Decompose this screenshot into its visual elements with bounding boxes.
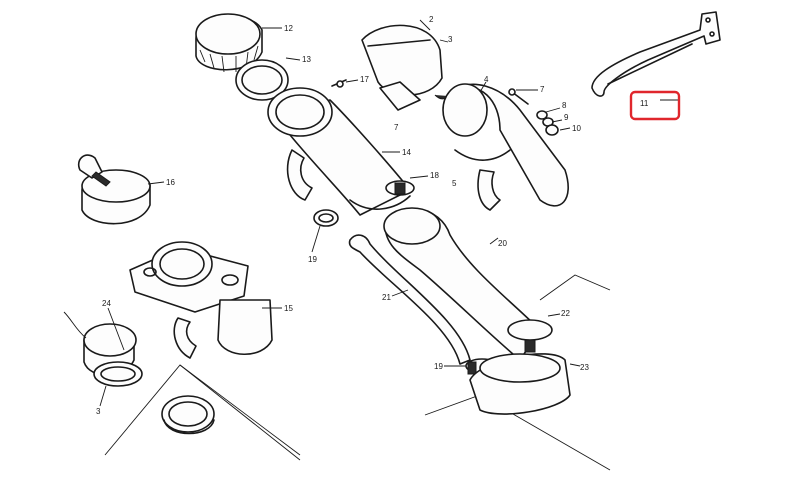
part-20-large-hose <box>383 207 541 361</box>
callout-19-upper: 19 <box>308 255 317 264</box>
callout-20: 20 <box>498 239 507 248</box>
callout-17: 17 <box>360 75 369 84</box>
part-24-chained-cap <box>63 311 143 387</box>
callout-21: 21 <box>382 293 391 302</box>
callout-23: 23 <box>580 363 589 372</box>
part-15-flange-neck <box>129 241 273 359</box>
callout-labels: 2 3 4 5 7 7 8 9 10 11 12 13 14 15 16 17 … <box>96 15 649 416</box>
callout-22: 22 <box>561 309 570 318</box>
part-16-locking-cap <box>77 154 151 225</box>
callout-18: 18 <box>430 171 439 180</box>
callout-14: 14 <box>402 148 411 157</box>
callout-19-lower: 19 <box>434 362 443 371</box>
part-14-filler-neck <box>267 87 411 216</box>
part-22-clamp <box>507 319 553 353</box>
part-12-filler-cap <box>195 13 263 73</box>
callout-7-upper: 7 <box>540 85 545 94</box>
part-ring-lower <box>161 395 215 435</box>
callout-7-lower: 7 <box>394 123 399 132</box>
part-2-cap-assembly <box>361 24 449 111</box>
part-13-seal-ring <box>235 59 289 101</box>
part-23-tank-spout <box>469 353 571 415</box>
callout-15: 15 <box>284 304 293 313</box>
callout-3-upper: 3 <box>448 35 453 44</box>
callout-11: 11 <box>640 99 649 108</box>
callout-5: 5 <box>452 179 457 188</box>
part-18-hose-clamp <box>385 180 415 196</box>
part-11-bracket <box>591 11 721 97</box>
highlight-box-11 <box>629 90 681 121</box>
part-21-breather-hose <box>348 234 471 365</box>
callout-8: 8 <box>562 101 567 110</box>
callout-24: 24 <box>102 299 111 308</box>
callout-2: 2 <box>429 15 434 24</box>
callout-4: 4 <box>484 75 489 84</box>
leader-lines <box>99 19 678 407</box>
callout-13: 13 <box>302 55 311 64</box>
callout-12: 12 <box>284 24 293 33</box>
callout-10: 10 <box>572 124 581 133</box>
callout-3-lower: 3 <box>96 407 101 416</box>
part-17-screw <box>331 79 347 88</box>
parts-7-10-fasteners <box>508 88 559 136</box>
callout-16: 16 <box>166 178 175 187</box>
callout-9: 9 <box>564 113 569 122</box>
part-19-clamp-upper <box>313 209 339 227</box>
part-4-filler-tube <box>442 83 569 211</box>
